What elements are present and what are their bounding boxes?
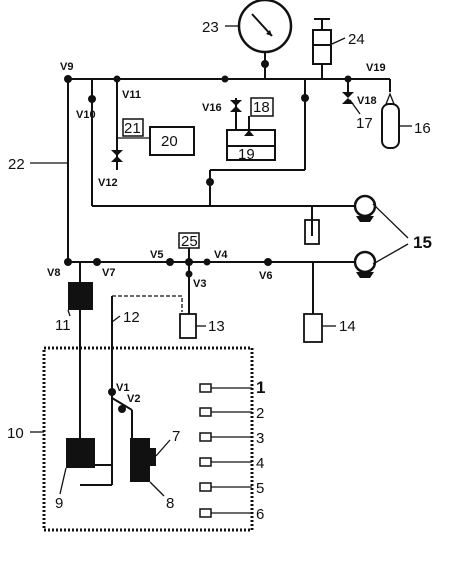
label-valve-v7: V7 [102,267,115,279]
label-valve-v12: V12 [98,177,118,189]
label-component-11: 11 [55,317,71,334]
label-component-17: 17 [356,115,373,132]
label-component-22: 22 [8,156,25,173]
label-component-6: 6 [256,506,264,523]
label-component-16: 16 [414,120,431,137]
gas-cylinder [381,92,400,149]
pressure-gauge [237,0,293,54]
label-valve-v10: V10 [76,109,96,121]
enclosure-10 [42,346,254,532]
label-component-7: 7 [172,428,180,445]
label-component-12: 12 [123,309,140,326]
unit-20-21 [122,118,195,156]
port-array [199,383,252,518]
syringe [312,18,332,65]
label-component-4: 4 [256,455,264,472]
pipework [67,53,391,486]
pump-upper [304,194,377,245]
label-valve-v9: V9 [60,61,73,73]
device-7-8 [130,438,156,482]
v18-valve-symbol [342,79,354,104]
label-component-1: 1 [256,378,265,397]
junction-dots [64,60,352,413]
label-valve-v2: V2 [127,393,140,405]
label-component-19: 19 [238,146,255,163]
label-component-10: 10 [7,425,24,442]
label-valve-v16: V16 [202,102,222,114]
pump-leader-upper [372,203,409,239]
label-component-9: 9 [55,495,63,512]
label-valve-v11: V11 [122,89,141,101]
label-valve-v5: V5 [150,249,163,261]
pump-lower [353,250,377,278]
label-component-25: 25 [181,233,198,250]
label-component-15: 15 [413,233,432,252]
label-component-21: 21 [124,120,141,137]
unit-25 [178,232,200,249]
label-valve-v6: V6 [259,270,272,282]
label-component-3: 3 [256,430,264,447]
unit-18-19 [226,97,276,161]
pump-leader-lower [372,243,409,265]
label-component-20: 20 [161,133,178,150]
label-component-13: 13 [208,318,225,335]
label-valve-v4: V4 [214,249,228,261]
collector-14 [303,313,323,343]
v16-valve-symbol [230,100,242,112]
label-valve-v1: V1 [116,382,129,394]
label-valve-v3: V3 [193,278,206,290]
label-component-14: 14 [339,318,356,335]
label-valve-v8: V8 [47,267,60,279]
leader-lines [30,25,412,497]
reservoir-9 [66,438,95,468]
label-valve-v19: V19 [366,62,386,74]
label-valve-v18: V18 [357,95,377,107]
label-component-23: 23 [202,19,219,36]
label-component-18: 18 [253,99,270,116]
v12-valve-symbol [111,150,123,162]
label-component-8: 8 [166,495,174,512]
label-component-24: 24 [348,31,365,48]
label-component-2: 2 [256,405,264,422]
label-component-5: 5 [256,480,264,497]
column-11 [68,282,93,310]
collector-13 [179,313,197,339]
